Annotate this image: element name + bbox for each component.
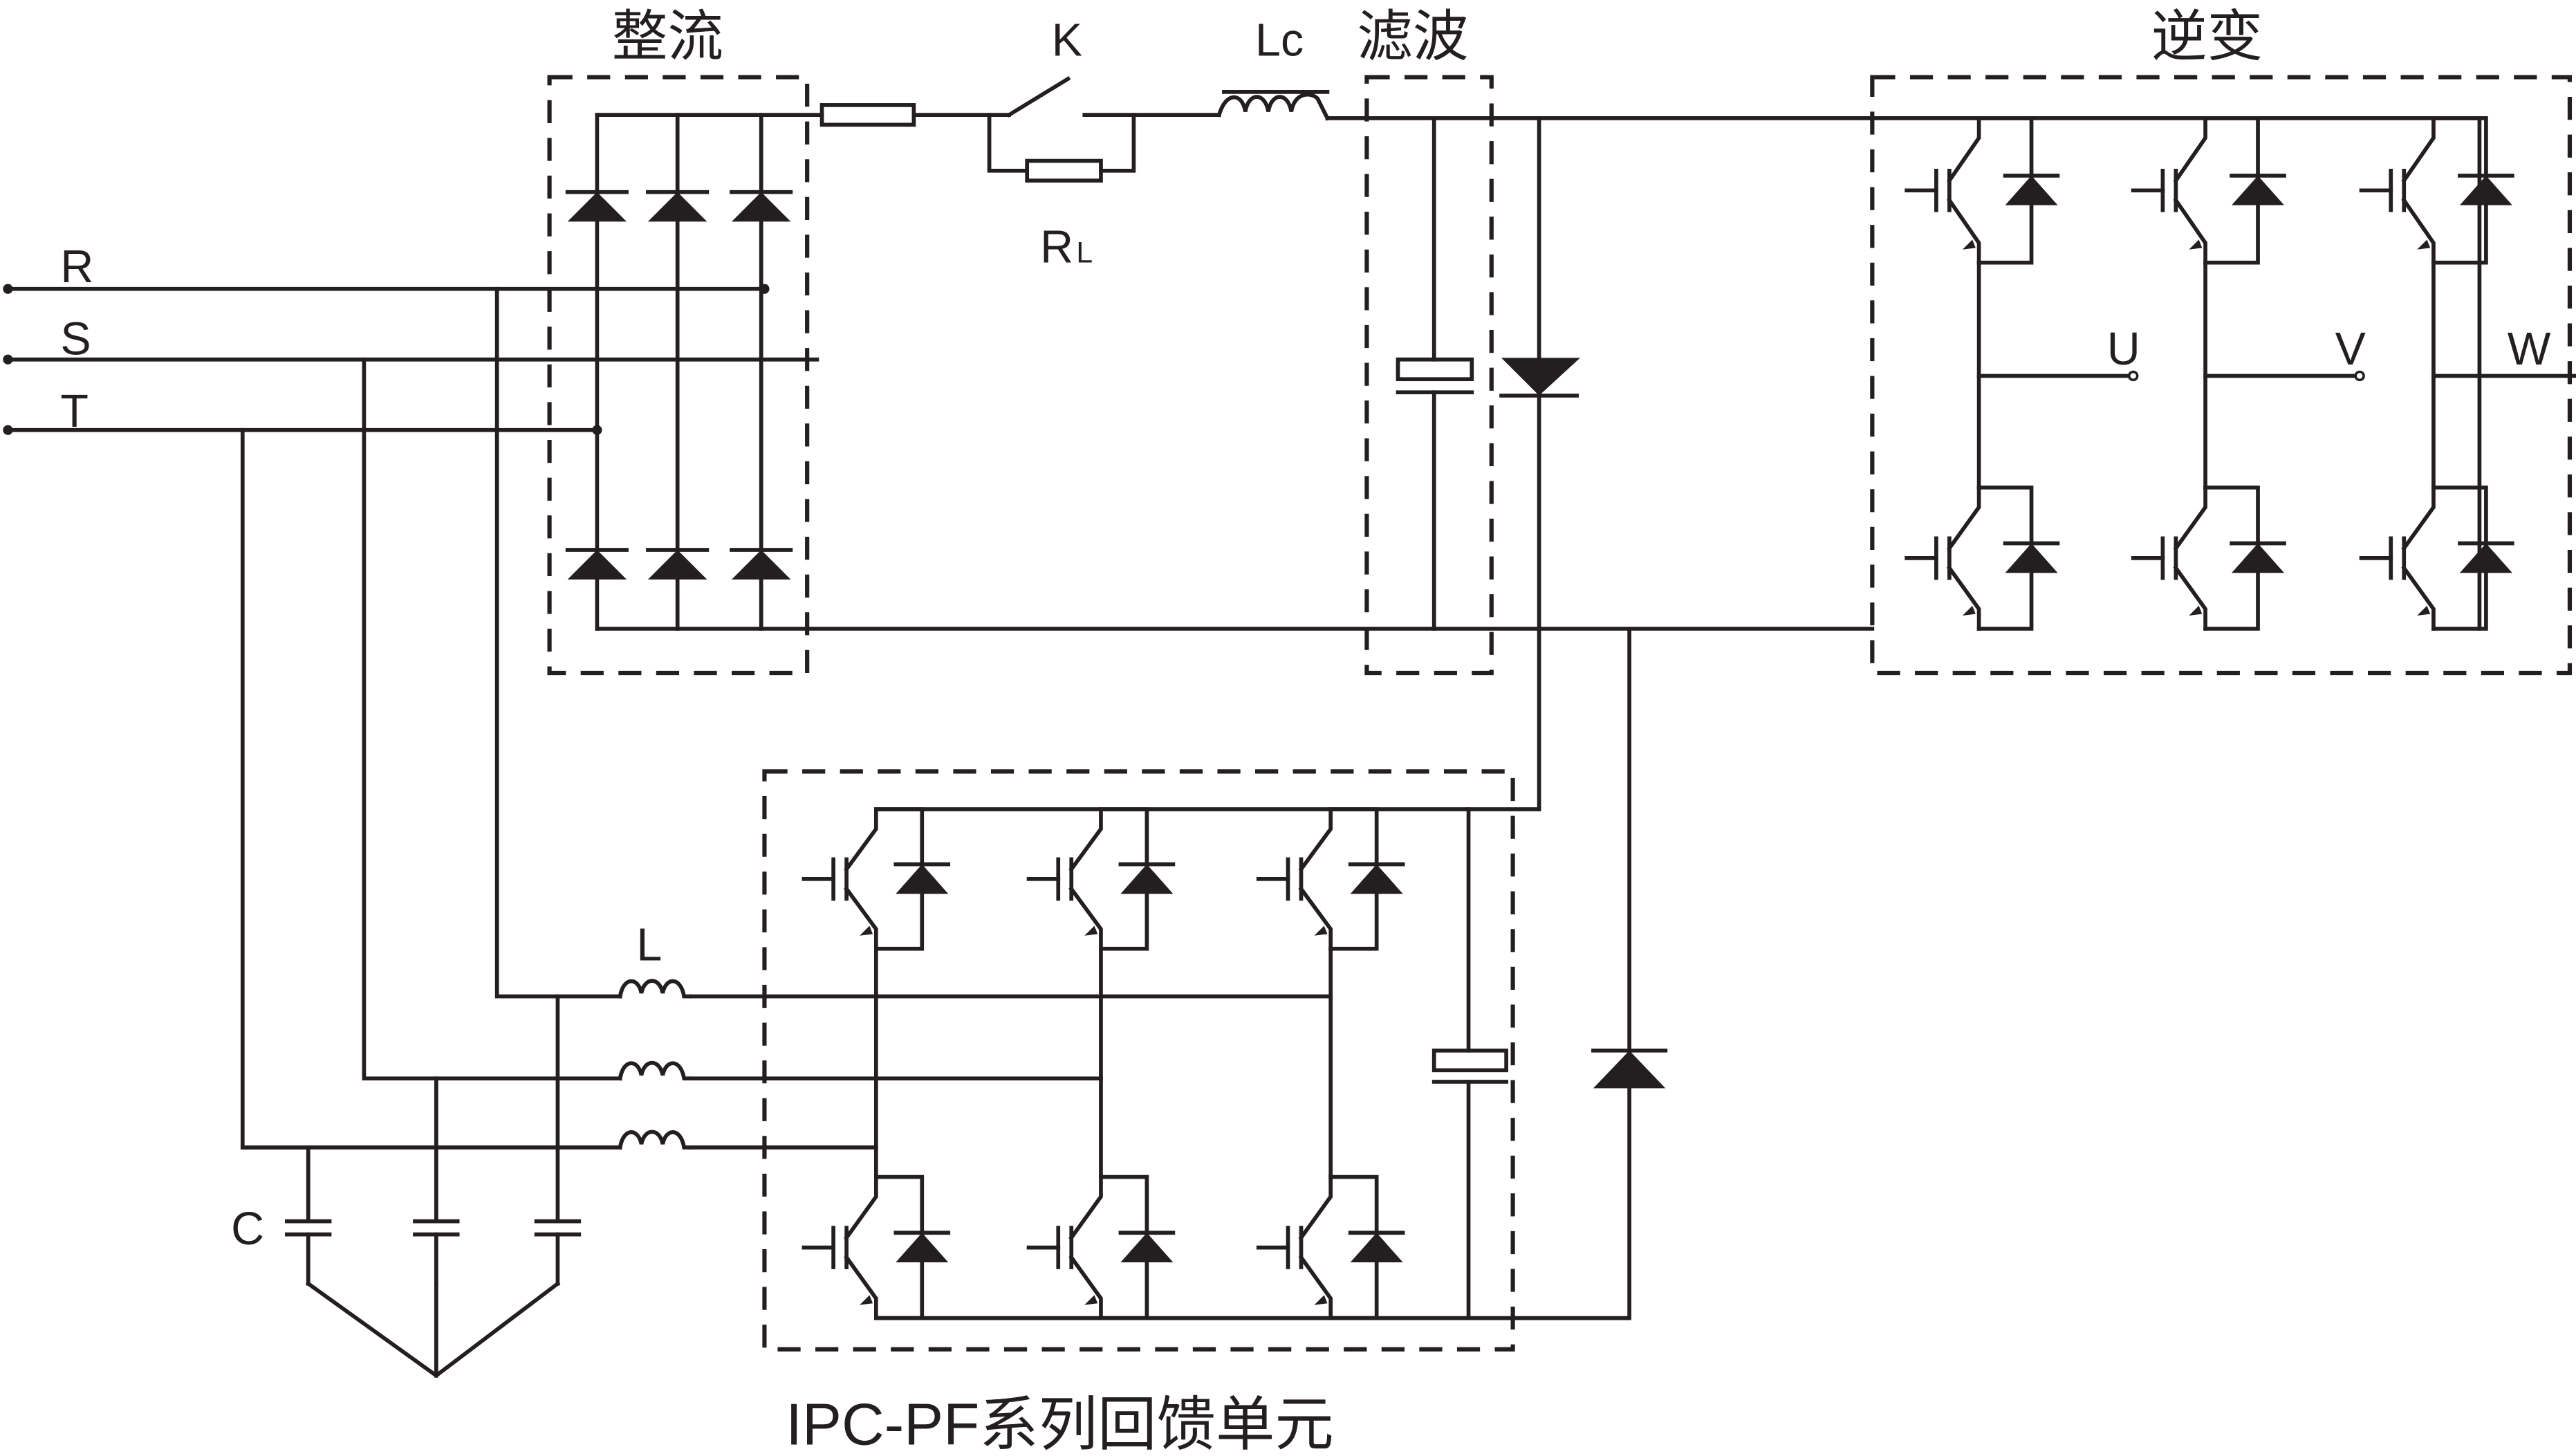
diode-icon xyxy=(1120,1233,1174,1262)
diode-icon xyxy=(2005,175,2058,205)
rectifier-box xyxy=(547,75,810,676)
phase-s-label: S xyxy=(60,314,91,365)
feedback-bridge xyxy=(688,807,1508,1320)
igbt-cell xyxy=(2131,485,2286,631)
igbt-cell xyxy=(801,1174,951,1320)
diode-icon xyxy=(731,192,791,222)
igbt-cell xyxy=(2359,116,2514,265)
return-diode xyxy=(873,627,1668,1320)
diode-icon xyxy=(896,1233,949,1262)
inductor-icon xyxy=(618,979,693,999)
input-lines xyxy=(3,284,819,1150)
igbt-cell xyxy=(1026,807,1176,951)
precharge-circuit xyxy=(819,75,2482,183)
inverter-label: 逆变 xyxy=(2151,5,2263,70)
igbt-cell xyxy=(1905,485,2060,631)
filter-label: 滤波 xyxy=(1357,5,1468,70)
output-u-label: U xyxy=(2107,324,2140,375)
diode-icon xyxy=(2005,543,2058,573)
diode-icon xyxy=(731,550,791,580)
diode-icon xyxy=(647,192,707,222)
igbt-cell xyxy=(2359,485,2514,631)
svg-text:R: R xyxy=(1040,222,1073,273)
inductor-l-label: L xyxy=(636,919,662,970)
output-v-label: V xyxy=(2335,324,2366,375)
phase-r-label: R xyxy=(60,241,93,293)
diode-icon xyxy=(896,864,949,894)
diode-icon xyxy=(2459,175,2512,205)
fuse xyxy=(819,103,916,127)
resistor-rl-label: R L xyxy=(1040,222,1093,273)
blocking-diode xyxy=(873,116,1580,811)
igbt-cell xyxy=(1256,807,1405,951)
filter-capacitor xyxy=(1396,116,1474,631)
feedback-unit-title: IPC-PF系列回馈单元 xyxy=(786,1392,1334,1456)
inductor-icon xyxy=(618,1130,693,1150)
diode-icon xyxy=(1350,1233,1403,1262)
diode-icon xyxy=(2232,543,2285,573)
inductor-icon xyxy=(618,1060,693,1081)
output-terminal xyxy=(2127,370,2139,382)
switch-k xyxy=(1006,75,1071,118)
svg-text:L: L xyxy=(1076,237,1093,270)
diode-icon xyxy=(1120,864,1174,894)
diode-icon xyxy=(567,550,627,580)
diode-icon xyxy=(2232,175,2285,205)
diode-icon xyxy=(647,550,707,580)
igbt-cell xyxy=(1905,116,2060,265)
igbt-cell xyxy=(801,807,951,951)
capacitor-c-label: C xyxy=(231,1204,264,1255)
igbt-cell xyxy=(2131,116,2286,265)
diode-icon xyxy=(2459,543,2512,573)
switch-k-label: K xyxy=(1052,15,1082,66)
inductor-lc xyxy=(1216,92,1331,121)
feedback-unit-box xyxy=(762,769,1515,1352)
diode-icon xyxy=(567,192,627,222)
output-terminal xyxy=(2354,370,2365,382)
input-lc-filter xyxy=(240,979,693,1379)
rectifier-label: 整流 xyxy=(612,5,723,70)
diode-icon xyxy=(1350,864,1403,894)
inverter-bridge xyxy=(1905,116,2576,631)
igbt-cell xyxy=(1256,1174,1405,1320)
rectifier-bridge xyxy=(565,113,1875,631)
output-w-label: W xyxy=(2508,324,2551,375)
filter-box xyxy=(1364,75,1494,676)
resistor-rl xyxy=(1025,158,1103,183)
igbt-cell xyxy=(1026,1174,1176,1320)
inductor-lc-label: Lc xyxy=(1255,15,1304,66)
